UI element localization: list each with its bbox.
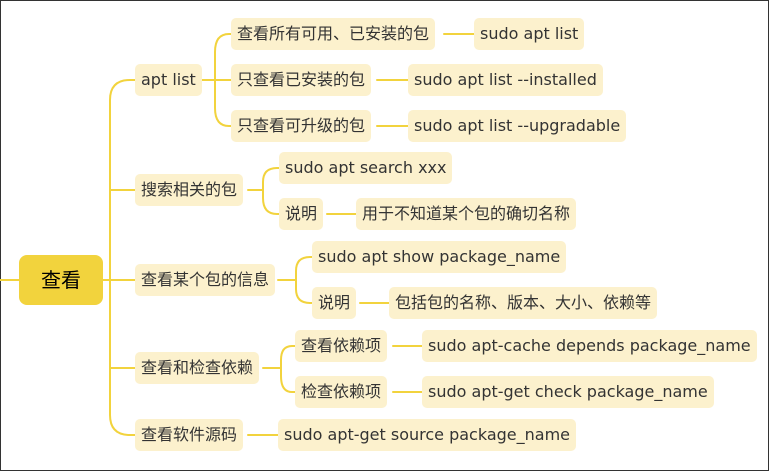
branch-dependencies[interactable]: 查看和检查依赖 (135, 352, 260, 384)
leaf-search-note-text[interactable]: 用于不知道某个包的确切名称 (356, 198, 577, 230)
leaf-apt-list-upgradable[interactable]: sudo apt list --upgradable (408, 110, 627, 142)
node-check-dependencies[interactable]: 检查依赖项 (295, 376, 388, 408)
leaf-apt-cache-depends[interactable]: sudo apt-cache depends package_name (422, 330, 757, 362)
apt-list-connector (200, 33, 232, 127)
depends-connector (262, 345, 296, 393)
root-node[interactable]: 查看 (19, 255, 103, 305)
node-list-all-packages[interactable]: 查看所有可用、已安装的包 (231, 18, 436, 50)
leaf-apt-get-check[interactable]: sudo apt-get check package_name (422, 376, 714, 408)
branch-view-source[interactable]: 查看软件源码 (135, 419, 244, 451)
leaf-show-note-text[interactable]: 包括包的名称、版本、大小、依赖等 (389, 287, 658, 319)
show-connector (277, 256, 313, 304)
root-trunk-connector (102, 79, 136, 436)
node-list-upgradable[interactable]: 只查看可升级的包 (231, 110, 372, 142)
branch-search-packages[interactable]: 搜索相关的包 (135, 174, 244, 206)
node-apt-show[interactable]: sudo apt show package_name (312, 241, 567, 273)
search-connector (247, 167, 280, 215)
branch-apt-list[interactable]: apt list (135, 64, 202, 96)
apt-list-leaf-connectors (376, 33, 475, 127)
node-search-note[interactable]: 说明 (279, 198, 324, 230)
leaf-apt-list-installed[interactable]: sudo apt list --installed (408, 64, 603, 96)
node-show-note[interactable]: 说明 (312, 287, 357, 319)
node-view-dependencies[interactable]: 查看依赖项 (295, 330, 388, 362)
leaf-sudo-apt-list[interactable]: sudo apt list (474, 18, 585, 50)
node-apt-search[interactable]: sudo apt search xxx (279, 152, 453, 184)
node-apt-get-source[interactable]: sudo apt-get source package_name (278, 419, 577, 451)
node-list-installed[interactable]: 只查看已安装的包 (231, 64, 372, 96)
depends-leaf-connectors (392, 345, 423, 393)
branch-package-info[interactable]: 查看某个包的信息 (135, 264, 276, 296)
